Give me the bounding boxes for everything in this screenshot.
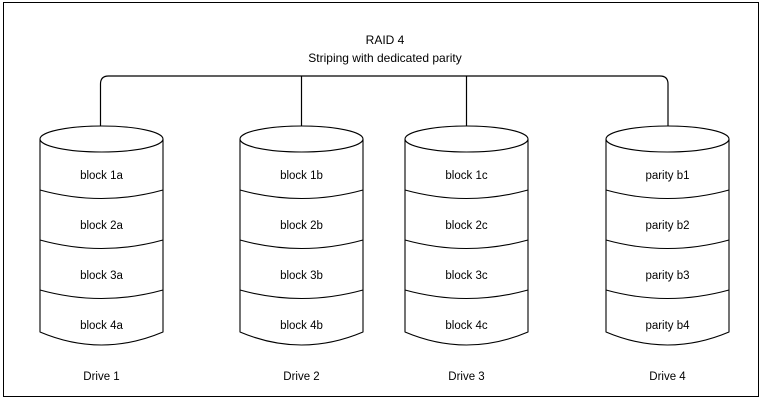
drive-1-cylinder-top [39, 125, 164, 153]
drive-3-block-2-label: block 2c [445, 220, 487, 232]
drive-1-block-4-label: block 4a [80, 320, 123, 332]
drive-1-block-1-label: block 1a [80, 170, 123, 182]
drive-1-separator-2 [39, 239, 164, 250]
drive-4-cylinder-body [605, 139, 730, 346]
drive-3-cylinder-top [404, 125, 529, 153]
drive-2-block-4-label: block 4b [280, 320, 323, 332]
drive-2-block-2-label: block 2b [280, 220, 323, 232]
drive-3-name-label: Drive 3 [448, 371, 484, 383]
drive-cylinder-1[interactable]: block 1a block 2a block 3a block 4a Driv… [39, 125, 164, 383]
drive-1-name-label: Drive 1 [83, 371, 119, 383]
drive-3-separator-3 [404, 289, 529, 300]
drive-cylinder-4[interactable]: parity b1 parity b2 parity b3 parity b4 … [605, 125, 730, 383]
drive-1-block-3-label: block 3a [80, 270, 123, 282]
drive-4-separator-3 [605, 289, 730, 300]
drive-3-separator-1 [404, 189, 529, 200]
drive-1-separator-1 [39, 189, 164, 200]
controller-bus-line [99, 75, 669, 127]
drive-4-name-label: Drive 4 [649, 371, 686, 383]
drive-2-name-label: Drive 2 [283, 371, 319, 383]
drive-1-separator-3 [39, 289, 164, 300]
drive-2-cylinder-top [239, 125, 364, 153]
drive-2-block-3-label: block 3b [280, 270, 323, 282]
drive-cylinder-2[interactable]: block 1b block 2b block 3b block 4b Driv… [239, 125, 364, 383]
drive-cylinder-3[interactable]: block 1c block 2c block 3c block 4c Driv… [404, 125, 529, 383]
diagram-title-line1: RAID 4 [366, 33, 405, 47]
drive-4-block-1-label: parity b1 [645, 170, 689, 182]
drive-4-block-3-label: parity b3 [645, 270, 689, 282]
drive-4-separator-1 [605, 189, 730, 200]
drive-2-separator-3 [239, 289, 364, 300]
drive-3-separator-2 [404, 239, 529, 250]
drive-2-block-1-label: block 1b [280, 170, 323, 182]
drive-3-cylinder-body [404, 139, 529, 346]
drive-2-cylinder-body [239, 139, 364, 346]
diagram-border [3, 2, 759, 397]
drive-4-separator-2 [605, 239, 730, 250]
drive-3-block-3-label: block 3c [445, 270, 487, 282]
drive-4-cylinder-top [605, 125, 730, 153]
drive-4-block-4-label: parity b4 [645, 320, 690, 332]
drive-2-separator-2 [239, 239, 364, 250]
drive-3-block-4-label: block 4c [445, 320, 487, 332]
drive-3-block-1-label: block 1c [445, 170, 487, 182]
drive-1-cylinder-body [39, 139, 164, 346]
drive-4-block-2-label: parity b2 [645, 220, 689, 232]
drive-1-block-2-label: block 2a [80, 220, 123, 232]
drive-2-separator-1 [239, 189, 364, 200]
diagram-title-line2: Striping with dedicated parity [308, 51, 461, 65]
